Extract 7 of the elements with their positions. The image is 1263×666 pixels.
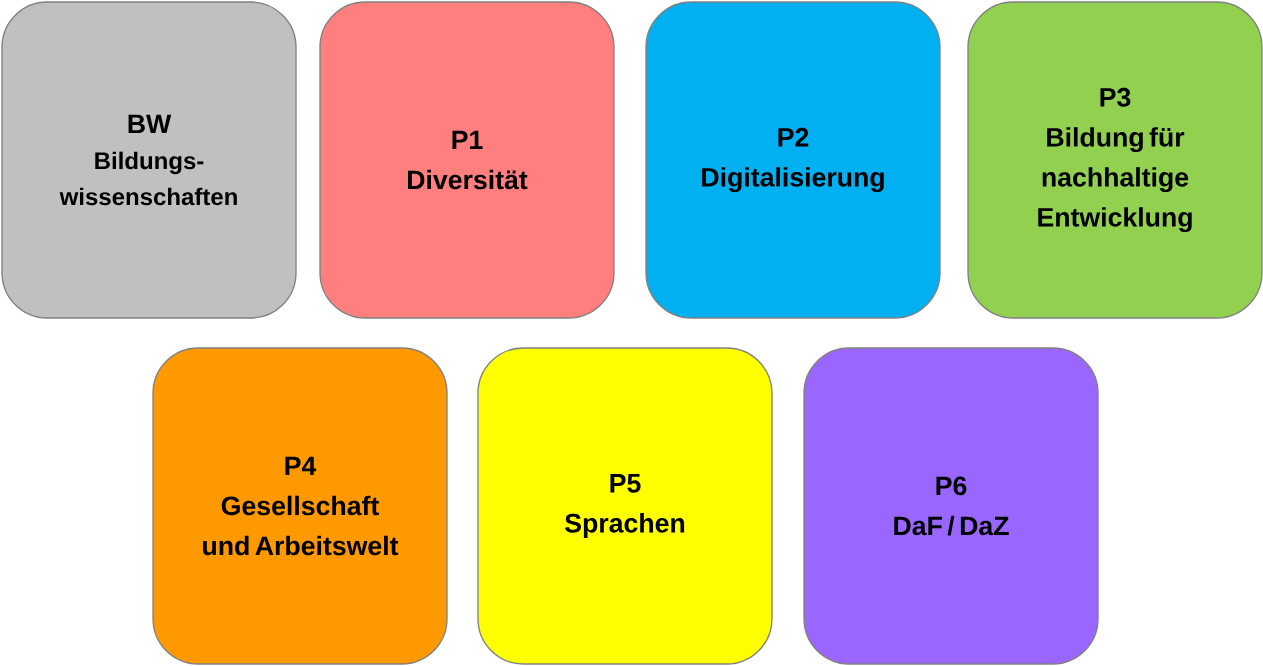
topic-box: BW Bildungs- wissenschaften <box>1 1 297 319</box>
topic-box: P2 Digitalisierung <box>645 1 941 319</box>
topic-box: P4 Gesellschaft und Arbeitswelt <box>152 347 448 665</box>
topic-box: P5 Sprachen <box>477 347 773 665</box>
topic-box: P1 Diversität <box>319 1 615 319</box>
topic-box: P3 Bildung für nachhaltige Entwicklung <box>967 1 1263 319</box>
topic-box: P6 DaF / DaZ <box>803 347 1099 665</box>
